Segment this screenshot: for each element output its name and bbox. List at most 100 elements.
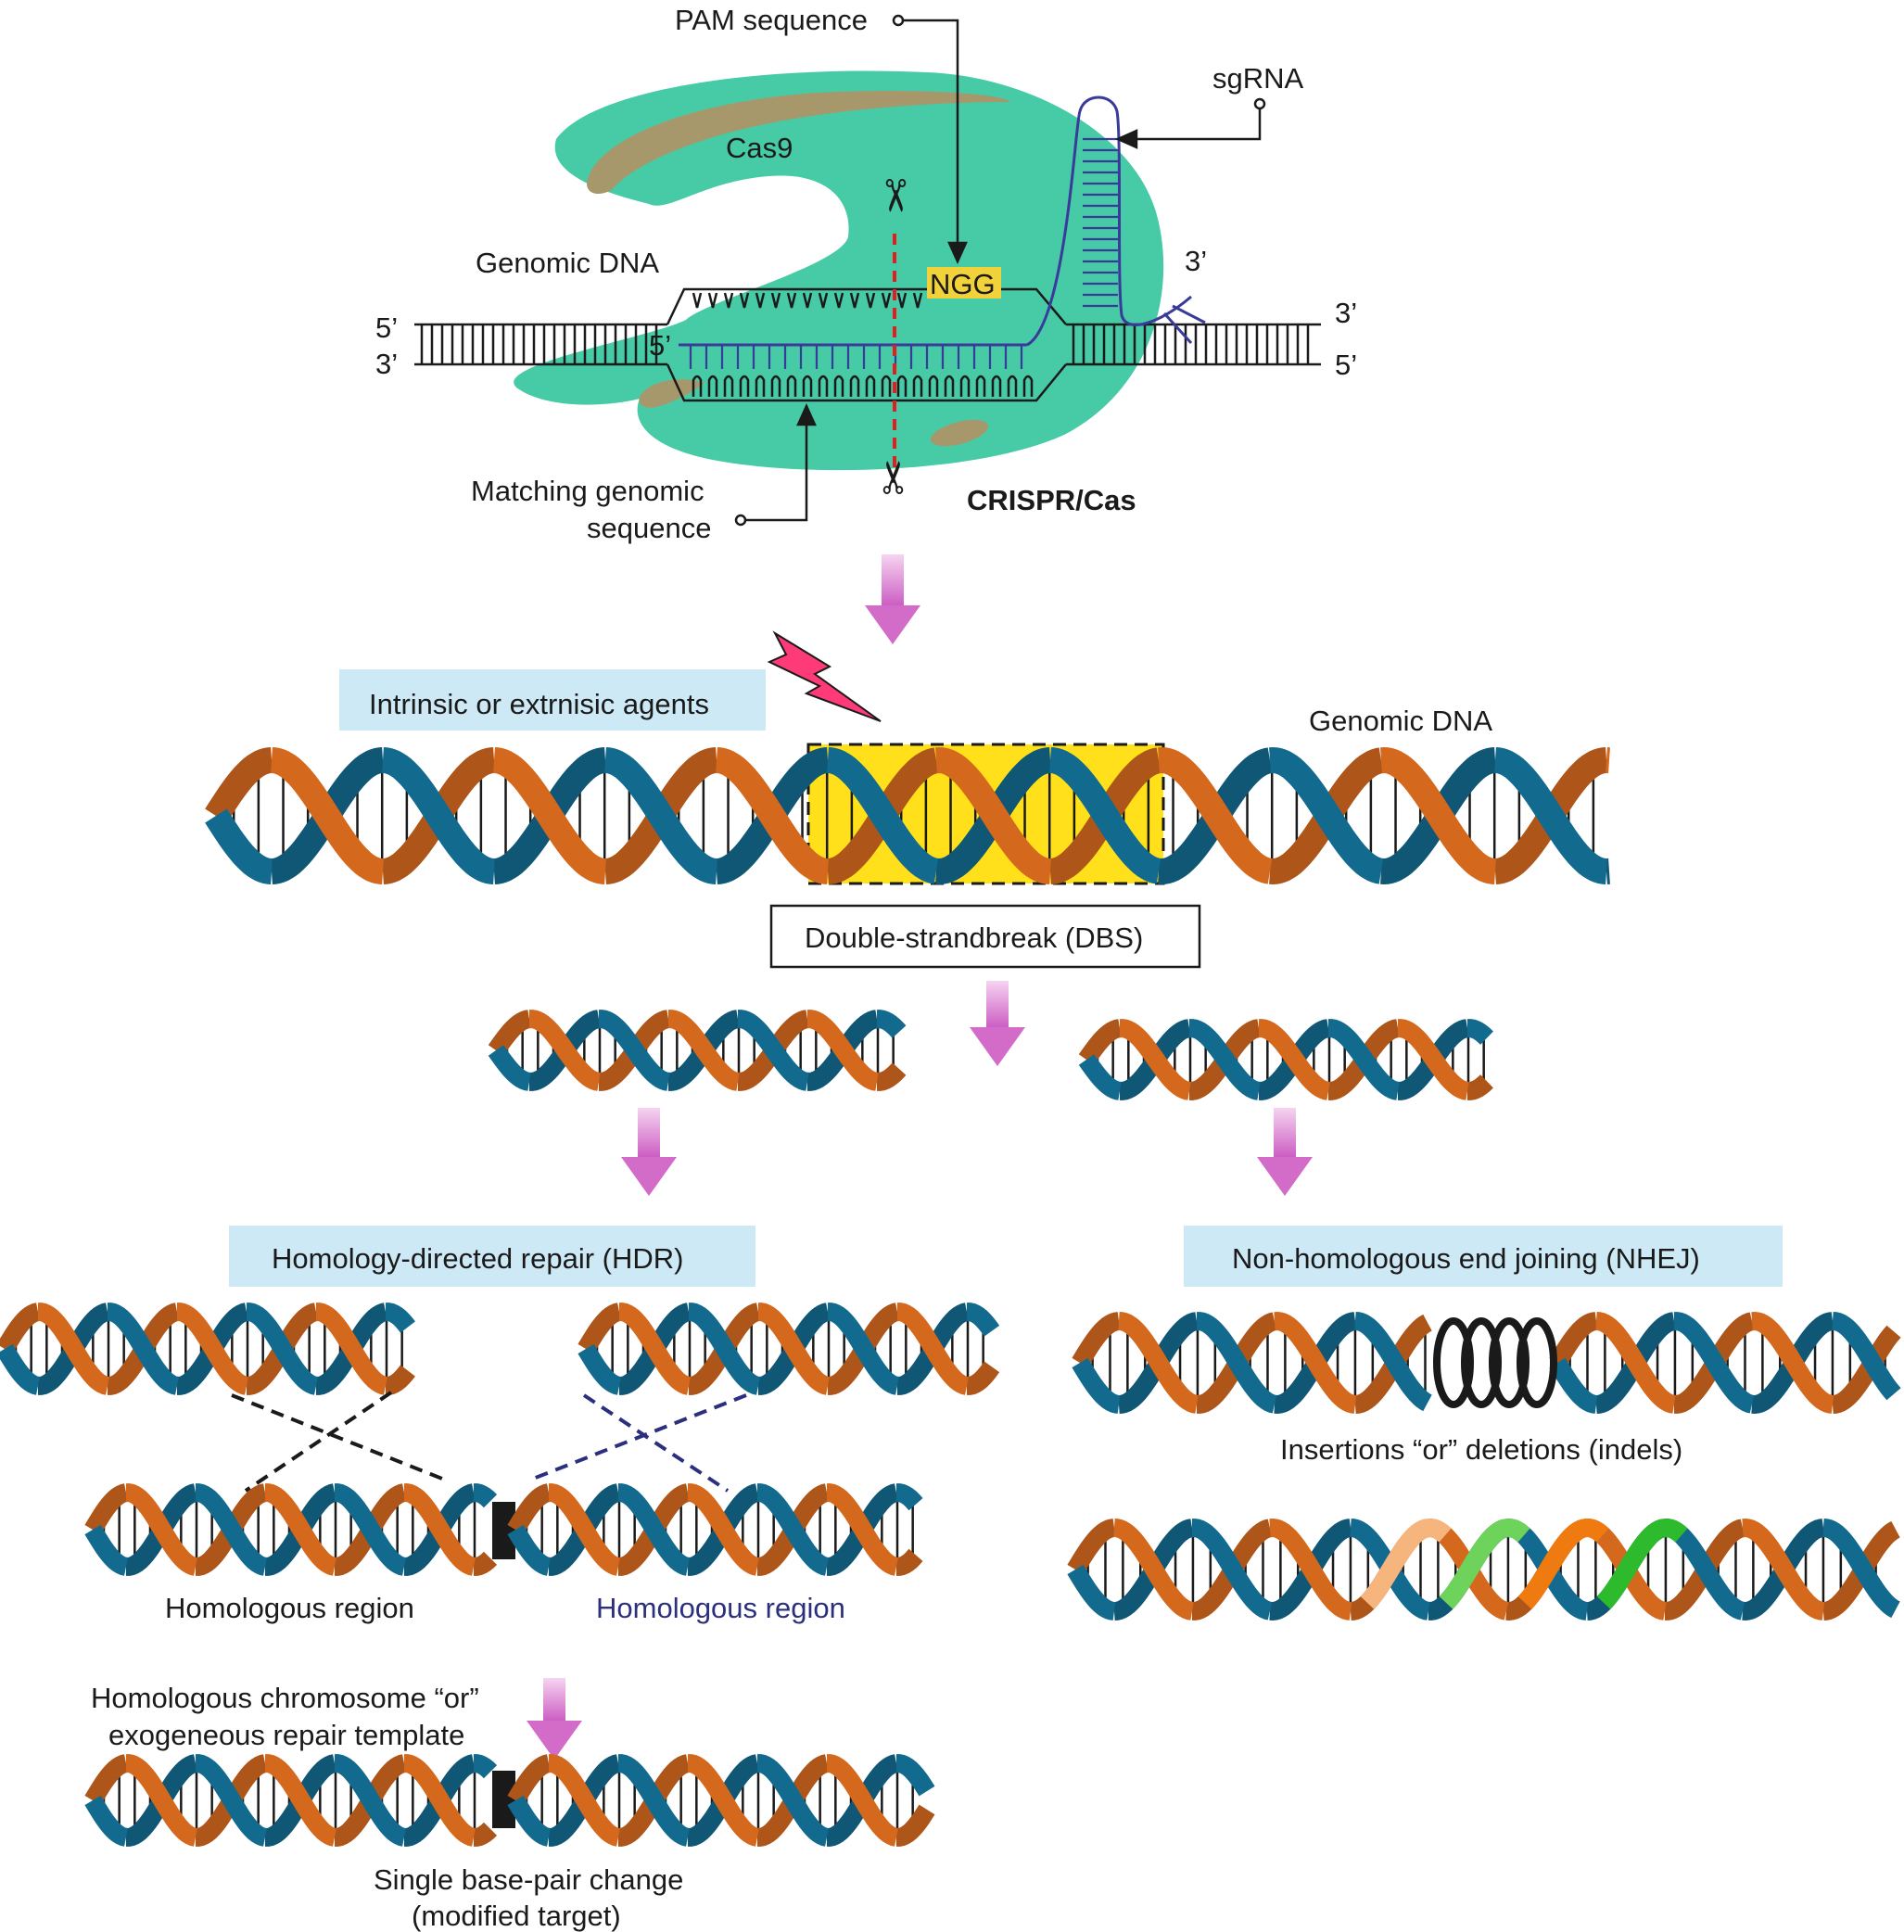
broken-dna-left: [488, 1010, 907, 1091]
strand-b: [619, 1303, 691, 1395]
strand-b: [1192, 1519, 1273, 1621]
end-5-right: 5’: [1335, 349, 1357, 381]
hdr-broken-right: [507, 1483, 923, 1576]
sgrna-label: sgRNA: [1212, 62, 1304, 95]
result-label-line2: (modified target): [412, 1900, 621, 1932]
strand-b: [205, 808, 273, 884]
strand-b: [599, 1010, 670, 1091]
joint-loop: [1461, 1317, 1502, 1408]
agents-box: [339, 669, 766, 731]
strand-a: [205, 747, 273, 823]
flow-arrow-head: [1257, 1157, 1313, 1196]
sgrna-3-end: 3’: [1185, 245, 1207, 277]
flow-arrow-head: [621, 1157, 677, 1196]
strand-b: [1078, 1019, 1122, 1065]
break-block-1: [492, 1502, 515, 1559]
strand-a: [1113, 1519, 1194, 1621]
flow-arrow-head: [527, 1721, 582, 1760]
crossover-lines-right: [527, 1393, 747, 1493]
strand-b: [1467, 1074, 1493, 1100]
strand-a: [1067, 1519, 1116, 1575]
strand-b: [896, 1804, 935, 1847]
strand-b: [827, 1483, 898, 1576]
strand-a: [474, 1551, 498, 1576]
indel-segment: [1517, 1519, 1609, 1609]
cas9-patch-top: [586, 91, 1010, 195]
hdr-label: Homology-directed repair (HDR): [272, 1242, 683, 1275]
strand-b: [507, 1754, 551, 1806]
matching-callout: [734, 402, 817, 527]
strand-a: [757, 1754, 829, 1847]
end-3-right: 3’: [1335, 297, 1357, 329]
strand-b: [108, 1303, 179, 1395]
template-label-line2: exogeneous repair template: [108, 1719, 464, 1751]
strand-b: [1398, 1019, 1469, 1100]
strand-a: [1189, 1019, 1261, 1100]
strand-a: [716, 747, 829, 884]
strand-a: [126, 1754, 197, 1847]
strand-b: [1549, 1357, 1598, 1414]
lightning-bolt-icon: [767, 630, 882, 722]
crossover-lines-left: [231, 1391, 448, 1493]
genomic-dna-label-top: Genomic DNA: [476, 247, 659, 279]
strand-a: [84, 1483, 128, 1535]
strand-b: [1269, 746, 1384, 884]
strand-a: [493, 747, 606, 884]
ngg-label: NGG: [930, 268, 996, 300]
strand-a: [877, 1062, 907, 1091]
strand-a: [386, 1365, 415, 1395]
nhej-indel-dna: [1067, 1518, 1900, 1621]
pam-callout: [892, 14, 968, 265]
hdr-template-left: [0, 1303, 415, 1395]
strand-b: [549, 1754, 620, 1847]
joint-loop: [1517, 1317, 1557, 1408]
strand-b: [488, 1045, 531, 1091]
strand-b: [688, 1483, 759, 1576]
indel-segment: [1360, 1519, 1452, 1609]
strand-b: [1067, 1564, 1116, 1621]
strand-b: [335, 1754, 406, 1847]
hdr-result-left: [84, 1754, 498, 1847]
hdr-label-box: [229, 1226, 755, 1287]
result-label-line1: Single base-pair change: [374, 1863, 683, 1896]
break-block-2: [492, 1771, 515, 1828]
strand-b: [507, 1483, 551, 1535]
strand-a: [271, 747, 384, 884]
strand-a: [474, 1822, 498, 1847]
sgrna: [679, 95, 1206, 347]
strand-b: [196, 1754, 267, 1847]
strand-a: [529, 1010, 601, 1091]
strand-b: [738, 1010, 809, 1091]
strand-b: [967, 1361, 1000, 1395]
ngg-highlight: [927, 267, 1001, 299]
dsb-label-box: [769, 904, 1201, 969]
strand-b: [688, 1754, 759, 1847]
flow-arrow-shaft: [638, 1108, 660, 1157]
strand-b: [474, 1754, 498, 1779]
strand-a: [896, 1483, 923, 1511]
indels-label: Insertions “or” deletions (indels): [1280, 1433, 1682, 1466]
nhej-joint-coil: [1433, 1317, 1557, 1408]
nhej-label: Non-homologous end joining (NHEJ): [1232, 1242, 1700, 1275]
matching-label-line1: Matching genomic: [471, 475, 704, 507]
strand-b: [474, 1483, 498, 1508]
homologous-region-right: Homologous region: [596, 1592, 845, 1624]
indel-segment: [1596, 1519, 1688, 1609]
strand-b: [896, 1548, 923, 1576]
strand-a: [807, 1010, 879, 1091]
strand-b: [758, 1303, 830, 1395]
hdr-template-right: [578, 1303, 1000, 1395]
strand-a: [0, 1303, 40, 1354]
strand-b: [827, 747, 939, 884]
hdr-broken-left: [84, 1483, 498, 1576]
strand-a: [265, 1483, 336, 1576]
strand-b: [1674, 1312, 1755, 1414]
strand-b: [386, 1303, 415, 1333]
flow-arrow-shaft: [882, 554, 904, 605]
strand-b: [1120, 1019, 1191, 1100]
nhej-joined-dna: [1072, 1311, 1901, 1415]
strand-a: [618, 1754, 690, 1847]
strand-a: [618, 1483, 690, 1576]
strand-b: [897, 1303, 969, 1395]
